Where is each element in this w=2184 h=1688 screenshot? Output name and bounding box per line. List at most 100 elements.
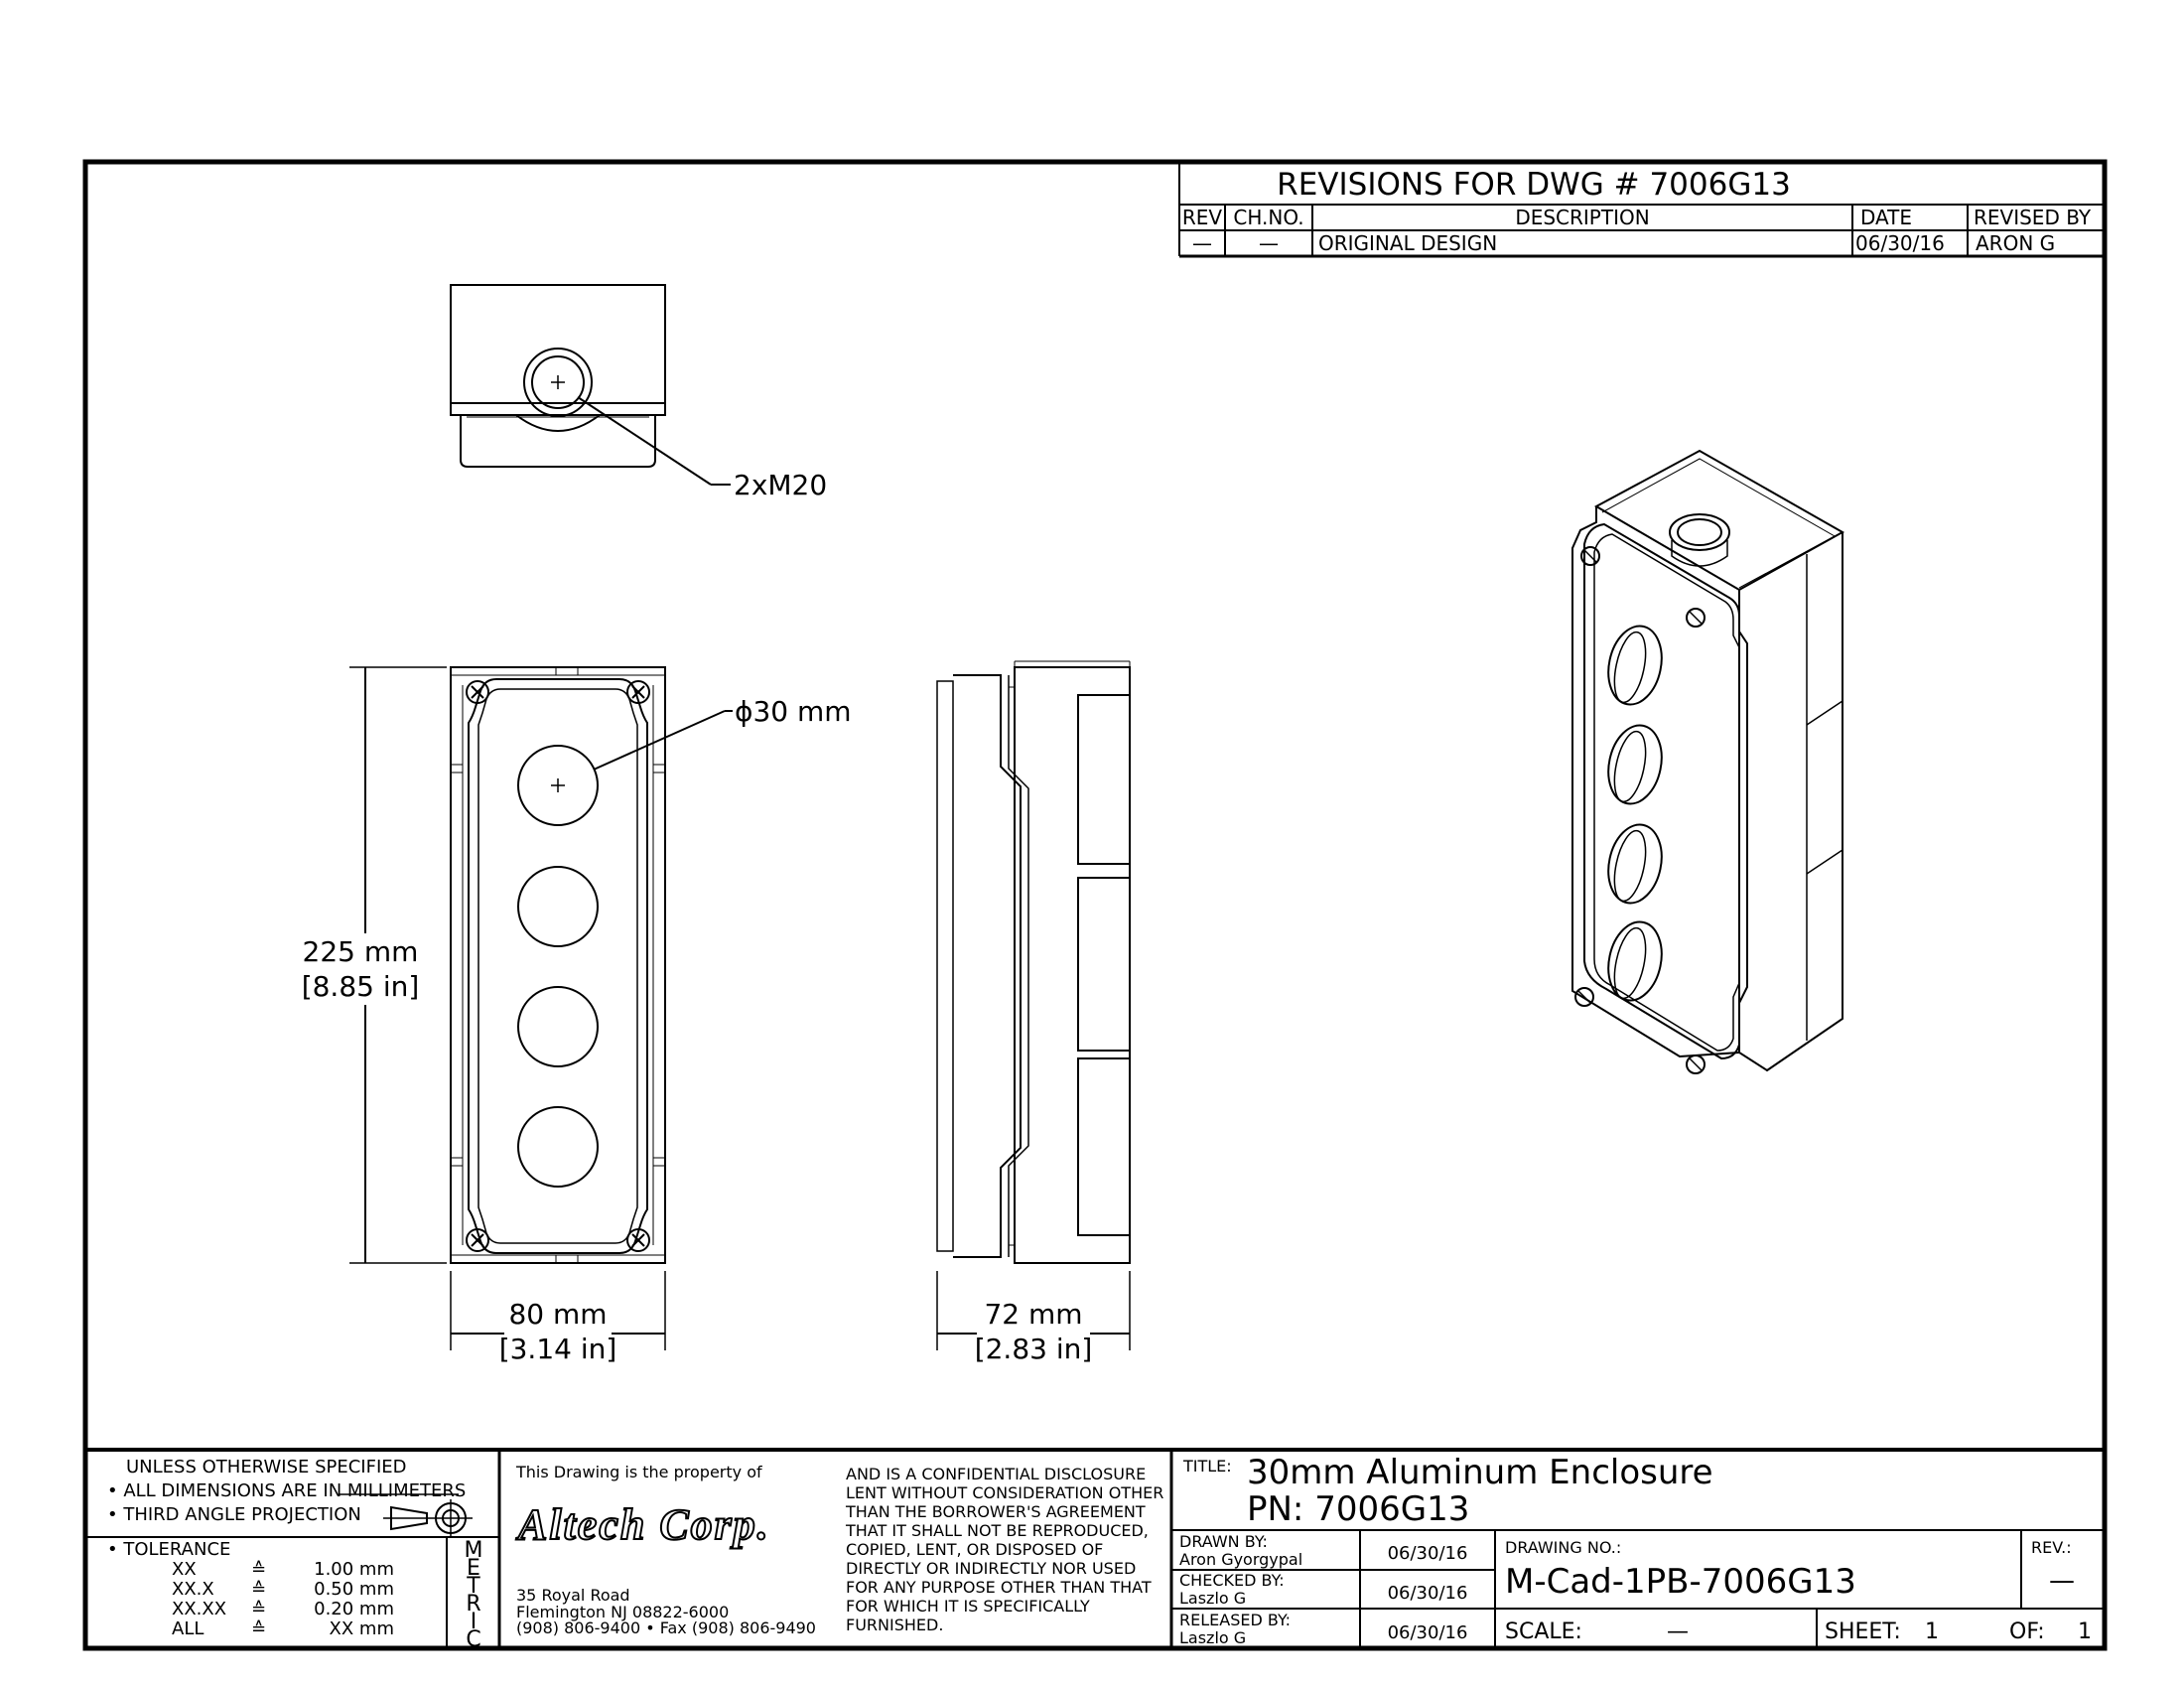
top-view: 2xM20 (450, 284, 827, 501)
of-label: OF: (2009, 1619, 2045, 1644)
drawn-by-label: DRAWN BY: (1179, 1532, 1268, 1551)
of-value: 1 (2078, 1619, 2092, 1644)
tolerance-row: XX.XX ≙ 0.20 mm (172, 1599, 394, 1619)
tolerance-label: • TOLERANCE (107, 1539, 230, 1560)
checked-by-name: Laszlo G (1179, 1589, 1246, 1608)
sheet-value: 1 (1925, 1619, 1939, 1644)
checked-date: 06/30/16 (1388, 1583, 1468, 1604)
screw (466, 680, 489, 704)
svg-text:AND IS A CONFIDENTIAL DISCLOSU: AND IS A CONFIDENTIAL DISCLOSURE (846, 1465, 1146, 1483)
screw (626, 1228, 650, 1252)
svg-text:XX.X: XX.X (172, 1579, 214, 1600)
svg-text:M: M (465, 1538, 483, 1563)
svg-text:≙: ≙ (251, 1559, 266, 1580)
drawing-no-label: DRAWING NO.: (1505, 1538, 1621, 1557)
drawing-number: M-Cad-1PB-7006G13 (1505, 1562, 1856, 1602)
rev-value: — (2049, 1566, 2075, 1596)
width-dimension-in: [3.14 in] (499, 1333, 617, 1365)
pushbutton-hole (517, 745, 599, 826)
tolerance-row: XX ≙ 1.00 mm (172, 1559, 394, 1580)
svg-text:LENT WITHOUT CONSIDERATION OTH: LENT WITHOUT CONSIDERATION OTHER (846, 1483, 1163, 1502)
svg-text:E: E (467, 1556, 480, 1581)
iso-hole (1607, 823, 1663, 905)
svg-text:FURNISHED.: FURNISHED. (846, 1616, 943, 1634)
tolerance-row: ALL ≙ XX mm (172, 1618, 394, 1639)
svg-text:FOR WHICH IT IS SPECIFICALLY: FOR WHICH IT IS SPECIFICALLY (846, 1597, 1090, 1616)
rev-col-description: DESCRIPTION (1515, 206, 1649, 229)
screw (466, 1228, 489, 1252)
title-label: TITLE: (1182, 1457, 1232, 1476)
title-block: UNLESS OTHERWISE SPECIFIED • ALL DIMENSI… (87, 1448, 2103, 1652)
iso-hole (1607, 724, 1663, 805)
rev-label: REV.: (2031, 1538, 2072, 1557)
rev-col-revised-by: REVISED BY (1974, 206, 2092, 229)
svg-text:1.00 mm: 1.00 mm (314, 1559, 394, 1580)
company-logo: Altech Corp. (515, 1500, 770, 1549)
isometric-view (1571, 449, 1845, 1074)
rev-row-description: ORIGINAL DESIGN (1318, 231, 1497, 255)
rev-row-chno: — (1259, 231, 1279, 255)
screw (626, 680, 650, 704)
drawn-by-name: Aron Gyorgypal (1179, 1550, 1302, 1569)
revision-header: REVISIONS FOR DWG # 7006G13 (1277, 167, 1791, 203)
rev-col-rev: REV (1182, 206, 1223, 229)
pushbutton-hole (517, 1106, 599, 1188)
svg-text:COPIED, LENT, OR DISPOSED OF: COPIED, LENT, OR DISPOSED OF (846, 1540, 1103, 1559)
drawing-title: 30mm Aluminum Enclosure (1247, 1453, 1713, 1492)
svg-text:XX mm: XX mm (330, 1618, 394, 1639)
pushbutton-hole (517, 986, 599, 1067)
pushbutton-hole (517, 866, 599, 947)
svg-text:C: C (466, 1627, 480, 1652)
height-dimension-mm: 225 mm (303, 935, 419, 968)
svg-text:XX.XX: XX.XX (172, 1599, 226, 1619)
iso-hole (1607, 920, 1663, 1002)
scale-label: SCALE: (1505, 1619, 1582, 1644)
released-date: 06/30/16 (1388, 1622, 1468, 1643)
disclosure-text: AND IS A CONFIDENTIAL DISCLOSURE LENT WI… (845, 1465, 1163, 1634)
svg-text:≙: ≙ (251, 1579, 266, 1600)
svg-text:≙: ≙ (251, 1599, 266, 1619)
front-view: ϕ30 mm 225 mm [8.85 in] 80 mm [3.14 in] (302, 666, 852, 1365)
svg-text:T: T (466, 1574, 480, 1599)
svg-text:≙: ≙ (251, 1618, 266, 1639)
svg-text:DIRECTLY OR INDIRECTLY NOR USE: DIRECTLY OR INDIRECTLY NOR USED (846, 1559, 1136, 1578)
height-dimension-in: [8.85 in] (302, 970, 420, 1003)
company-address-2: Flemington NJ 08822-6000 (516, 1603, 729, 1621)
svg-text:XX: XX (172, 1559, 197, 1580)
depth-dimension-in: [2.83 in] (975, 1333, 1093, 1365)
svg-text:0.20 mm: 0.20 mm (314, 1599, 394, 1619)
third-angle-projection-icon (383, 1499, 473, 1537)
property-line: This Drawing is the property of (515, 1463, 762, 1481)
spec-line-projection: • THIRD ANGLE PROJECTION (107, 1504, 361, 1525)
revision-table: REVISIONS FOR DWG # 7006G13 REV CH.NO. D… (1178, 164, 2103, 258)
svg-text:I: I (471, 1610, 478, 1634)
conduit-callout: 2xM20 (734, 469, 827, 501)
company-phone: (908) 806-9400 • Fax (908) 806-9490 (516, 1618, 816, 1637)
svg-text:THAT IT SHALL NOT BE REPRODUCE: THAT IT SHALL NOT BE REPRODUCED, (845, 1521, 1149, 1540)
rev-col-date: DATE (1860, 206, 1912, 229)
scale-value: — (1667, 1619, 1689, 1644)
sheet-label: SHEET: (1825, 1619, 1901, 1644)
svg-text:R: R (466, 1592, 480, 1617)
svg-text:ALL: ALL (172, 1618, 204, 1639)
iso-hole (1607, 625, 1663, 706)
released-by-label: RELEASED BY: (1179, 1611, 1291, 1629)
part-number: PN: 7006G13 (1247, 1489, 1469, 1529)
depth-dimension-mm: 72 mm (984, 1298, 1082, 1331)
rev-row-revised-by: ARON G (1976, 231, 2055, 255)
released-by-name: Laszlo G (1179, 1628, 1246, 1647)
checked-by-label: CHECKED BY: (1179, 1571, 1285, 1590)
width-dimension-mm: 80 mm (508, 1298, 607, 1331)
spec-line-dimensions: • ALL DIMENSIONS ARE IN MILLIMETERS (107, 1480, 466, 1501)
svg-text:FOR ANY PURPOSE OTHER THAN THA: FOR ANY PURPOSE OTHER THAN THAT (846, 1578, 1152, 1597)
spec-heading: UNLESS OTHERWISE SPECIFIED (126, 1457, 407, 1477)
rev-row-rev: — (1192, 231, 1212, 255)
company-address-1: 35 Royal Road (516, 1586, 630, 1605)
metric-stamp: M E T R I C (465, 1538, 483, 1652)
sheet-border (82, 159, 2108, 1651)
rev-col-chno: CH.NO. (1233, 206, 1303, 229)
drawn-date: 06/30/16 (1388, 1543, 1468, 1564)
side-view: 72 mm [2.83 in] (936, 660, 1131, 1365)
hole-diameter-callout: ϕ30 mm (735, 695, 852, 728)
